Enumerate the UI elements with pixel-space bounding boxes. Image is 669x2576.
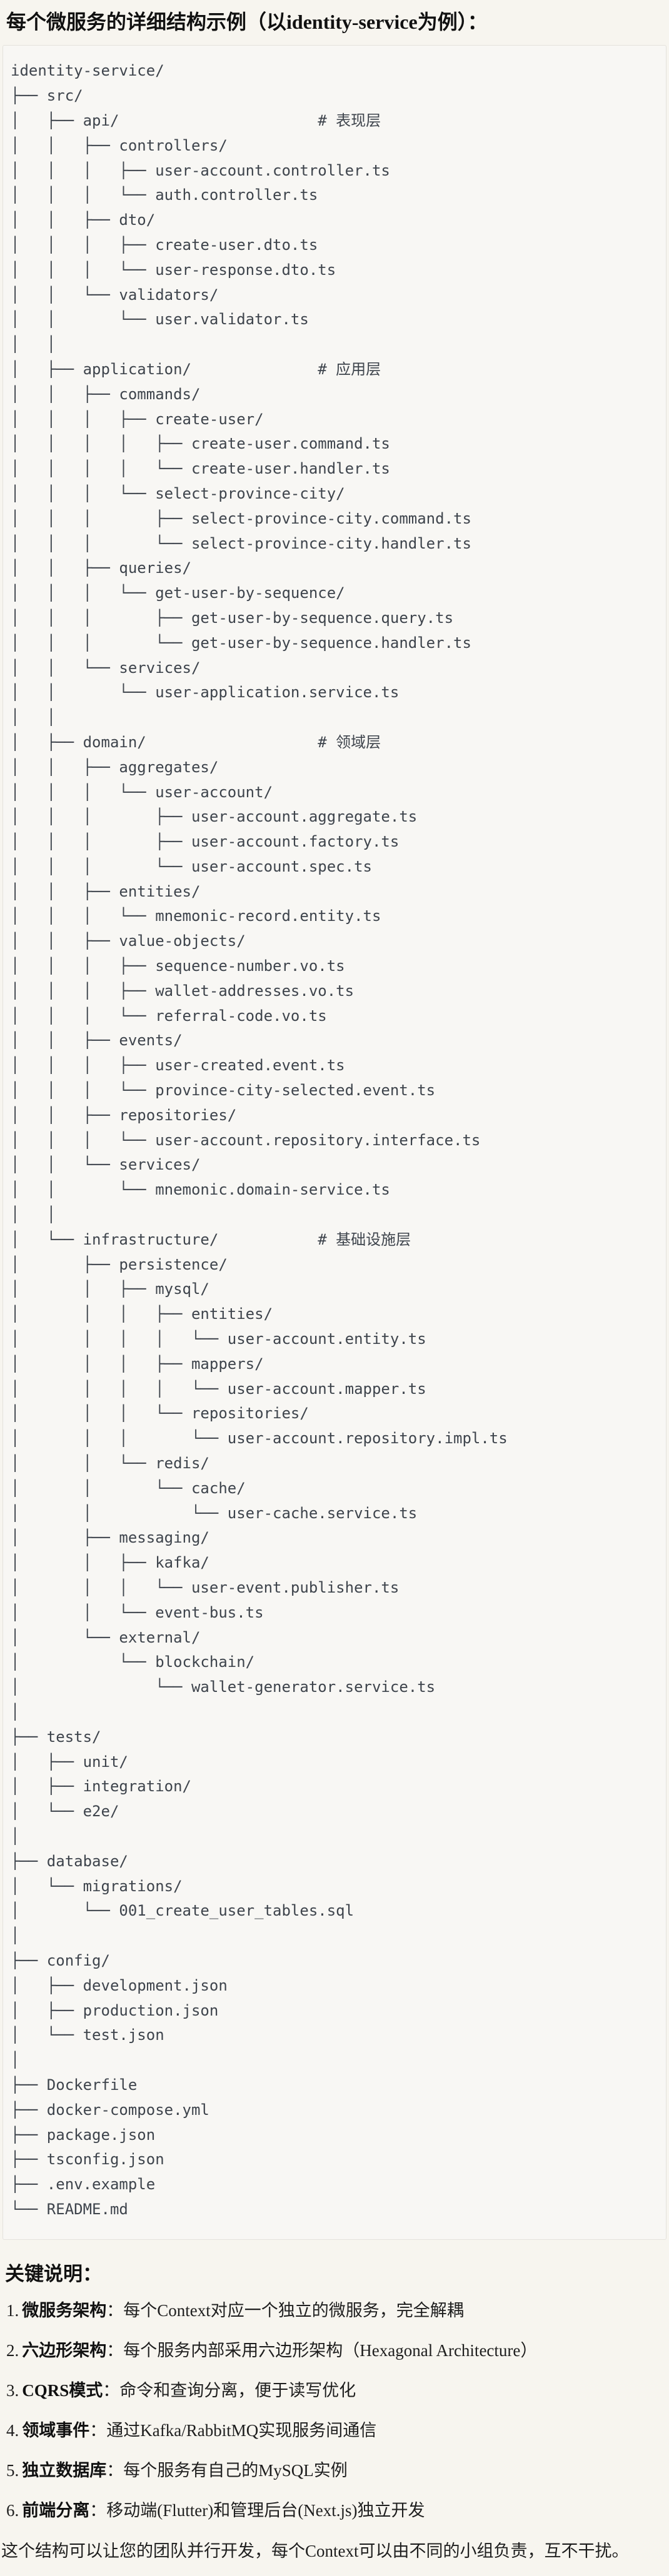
note-3-colon: ： [103, 2381, 120, 2400]
note-1-number: 1. [6, 2301, 19, 2320]
note-4-label: 领域事件 [22, 2421, 90, 2440]
closing-paragraph: 这个结构可以让您的团队并行开发，每个Context可以由不同的小组负责，互不干扰… [1, 2542, 629, 2561]
note-2-text: 每个服务内部采用六边形架构（Hexagonal Architecture） [123, 2341, 538, 2360]
note-item-4: 4.领域事件：通过Kafka/RabbitMQ实现服务间通信 [6, 2421, 669, 2440]
note-1-text: 每个Context对应一个独立的微服务，完全解耦 [123, 2301, 464, 2320]
note-6-number: 6. [6, 2501, 19, 2520]
note-3-label: CQRS模式 [22, 2381, 103, 2400]
note-item-2: 2.六边形架构：每个服务内部采用六边形架构（Hexagonal Architec… [6, 2341, 669, 2360]
note-5-number: 5. [6, 2461, 19, 2480]
note-item-5: 5.独立数据库：每个服务有自己的MySQL实例 [6, 2461, 669, 2480]
note-4-colon: ： [89, 2421, 107, 2440]
note-2-colon: ： [106, 2341, 124, 2360]
note-1-colon: ： [106, 2301, 124, 2320]
note-item-1: 1.微服务架构：每个Context对应一个独立的微服务，完全解耦 [6, 2301, 669, 2320]
note-5-label: 独立数据库 [22, 2461, 107, 2480]
note-item-3: 3.CQRS模式：命令和查询分离，便于读写优化 [6, 2381, 669, 2400]
note-6-colon: ： [89, 2501, 107, 2520]
notes-heading: 关键说明： [5, 2262, 102, 2285]
note-2-label: 六边形架构 [22, 2341, 107, 2360]
note-6-text: 移动端(Flutter)和管理后台(Next.js)独立开发 [106, 2501, 425, 2520]
directory-tree-code-block: identity-service/ ├── src/ │ ├── api/ # … [3, 45, 666, 2240]
page-title: 每个微服务的详细结构示例（以identity-service为例）： [6, 11, 488, 33]
note-1-label: 微服务架构 [22, 2301, 107, 2320]
note-6-label: 前端分离 [22, 2501, 90, 2520]
note-5-text: 每个服务有自己的MySQL实例 [123, 2461, 348, 2480]
note-2-number: 2. [6, 2341, 19, 2360]
note-3-number: 3. [6, 2381, 19, 2400]
document: 每个微服务的详细结构示例（以identity-service为例）： ident… [0, 7, 669, 2576]
note-4-text: 通过Kafka/RabbitMQ实现服务间通信 [106, 2421, 377, 2440]
note-5-colon: ： [106, 2461, 124, 2480]
note-4-number: 4. [6, 2421, 19, 2440]
note-3-text: 命令和查询分离，便于读写优化 [119, 2381, 356, 2400]
note-item-6: 6.前端分离：移动端(Flutter)和管理后台(Next.js)独立开发 [6, 2501, 669, 2520]
